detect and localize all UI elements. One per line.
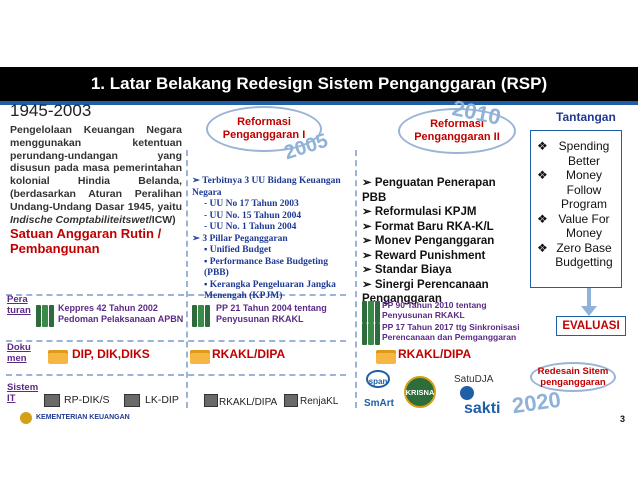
sakti-logo: sakti [464,400,501,417]
smart-logo: SmArt [364,398,395,409]
computer-icon [124,394,140,407]
satudja-icon [460,386,474,400]
divider-row-peraturan [6,294,346,296]
tantangan-box: ❖Spending Better ❖Money Follow Program ❖… [530,130,622,288]
reform1-points: ➢ Terbitnya 3 UU Bidang Keuangan Negara … [192,176,352,303]
divider-row-dokumen [6,340,346,342]
reform1-badge: Reformasi Penganggaran I [206,106,322,152]
slide-title-bar: 1. Latar Belakang Redesign Sistem Pengan… [0,67,638,101]
computer-icon [284,394,298,407]
divider-col1 [186,150,188,408]
redesain-year: 2020 [510,386,563,419]
reform2-point: Monev Penganggaran [362,234,522,249]
divider-row-sistem [6,374,346,376]
arrow-down-shaft [587,288,591,310]
satudja-logo: SatuDJA [454,374,494,385]
reform1-regulation: PP 21 Tahun 2004 tentang Penyusunan RKAK… [216,303,327,324]
row-label-peraturan: Pera turan [7,294,31,316]
computer-icon [204,394,218,407]
reform2-regulation-2: PP 17 Tahun 2017 ttg Sinkronisasi Perenc… [382,322,520,342]
reform2-points: Penguatan Penerapan PBB Reformulasi KPJM… [362,176,522,307]
left-system-1: RP-DIK/S [64,394,110,406]
evaluasi-box: EVALUASI [556,316,626,336]
left-regulation: Keppres 42 Tahun 2002 Pedoman Pelaksanaa… [58,303,184,324]
folder-icon [190,350,210,364]
page-number: 3 [620,414,626,424]
left-system-2: LK-DIP [145,394,179,406]
reform2-point: Reformulasi KPJM [362,205,522,220]
slide-title: 1. Latar Belakang Redesign Sistem Pengan… [90,74,548,93]
row-label-dokumen: Doku men [7,342,31,364]
divider-col2 [355,150,357,408]
tantangan-item: ❖Value For Money [537,211,610,241]
period-label: 1945-2003 [10,101,92,120]
reform1-documents: RKAKL/DIPA [212,347,286,361]
reform2-documents: RKAKL/DIPA [398,347,472,361]
reform2-point: Sinergi Perencanaan Penganggaran [362,278,522,307]
folder-icon [376,350,396,364]
folder-icon [48,350,68,364]
reform1-pillar: ▪ Kerangka Pengeluaran Jangka Menengah (… [204,279,336,302]
reform1-law: - UU No. 1 Tahun 2004 [204,222,297,232]
reform1-law: - UU No. 15 Tahun 2004 [204,210,302,221]
tantangan-item: ❖Zero Base Budgetting [537,240,613,270]
tantangan-item: ❖Spending Better [537,139,610,168]
reform2-point: Reward Punishment [362,249,522,264]
reform2-point: Standar Biaya [362,263,522,278]
binder-icon [192,305,210,327]
title-underline [0,101,638,105]
row-label-sistem: Sistem IT [7,382,39,404]
left-description: Pengelolaan Keuangan Negara menggunakan … [10,124,182,226]
reform1-system-1: RKAKL/DIPA [219,397,278,408]
krisna-logo: KRISNA [404,376,436,408]
arrow-down-icon [581,306,597,316]
ministry-name: KEMENTERIAN KEUANGAN [36,414,130,421]
binder-icon [362,323,380,345]
reform1-pillar: ▪ Unified Budget [204,245,272,255]
reform2-point: Format Baru RKA-K/L [362,220,522,235]
reform2-badge: Reformasi Penganggaran II [398,108,516,154]
left-documents: DIP, DIK,DIKS [72,347,150,361]
binder-icon [36,305,54,327]
tantangan-title: Tantangan [556,110,616,124]
redesain-badge: Redesain Sitem penganggaran [530,362,616,392]
span-logo: span [366,370,390,388]
reform1-system-2: RenjaKL [300,396,339,407]
satuan-anggaran: Satuan Anggaran Rutin / Pembangunan [10,226,162,256]
reform1-pillars-title: ➢ 3 Pillar Peganggaran [192,233,288,244]
reform2-point: Penguatan Penerapan PBB [362,176,522,205]
reform1-law: - UU No 17 Tahun 2003 [204,199,299,209]
reform2-regulation-1: PP 90 Tahun 2010 tentang Penyusunan RKAK… [382,300,487,320]
reform1-points-title: ➢ Terbitnya 3 UU Bidang Keuangan Negara [192,176,341,198]
ministry-logo [20,412,32,424]
reform1-pillar: ▪ Performance Base Budgeting (PBB) [204,256,328,279]
tantangan-list: ❖Spending Better ❖Money Follow Program ❖… [537,139,617,270]
computer-icon [44,394,60,407]
binder-icon [362,301,380,323]
tantangan-item: ❖Money Follow Program [537,168,607,211]
